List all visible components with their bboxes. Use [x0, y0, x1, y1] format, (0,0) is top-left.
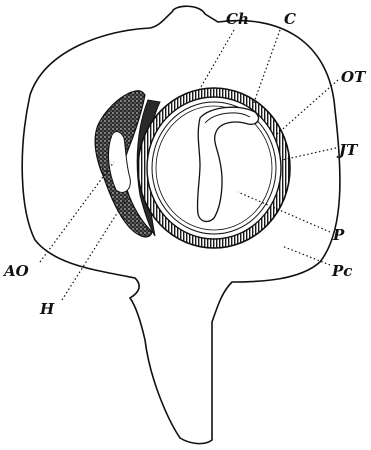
label-c: C	[284, 10, 296, 28]
label-it: JT	[336, 141, 359, 159]
label-ot: OT	[341, 68, 367, 86]
label-p: P	[332, 226, 345, 244]
leader-ch	[198, 30, 234, 92]
label-ch: Ch	[226, 10, 249, 28]
leader-h	[62, 196, 128, 300]
leader-ao	[40, 162, 114, 262]
label-ao: AO	[2, 262, 29, 280]
label-pc: Pc	[331, 262, 352, 280]
leader-pc	[282, 246, 330, 265]
leader-ot	[276, 80, 338, 135]
leader-c	[252, 30, 280, 108]
label-h: H	[39, 300, 55, 318]
